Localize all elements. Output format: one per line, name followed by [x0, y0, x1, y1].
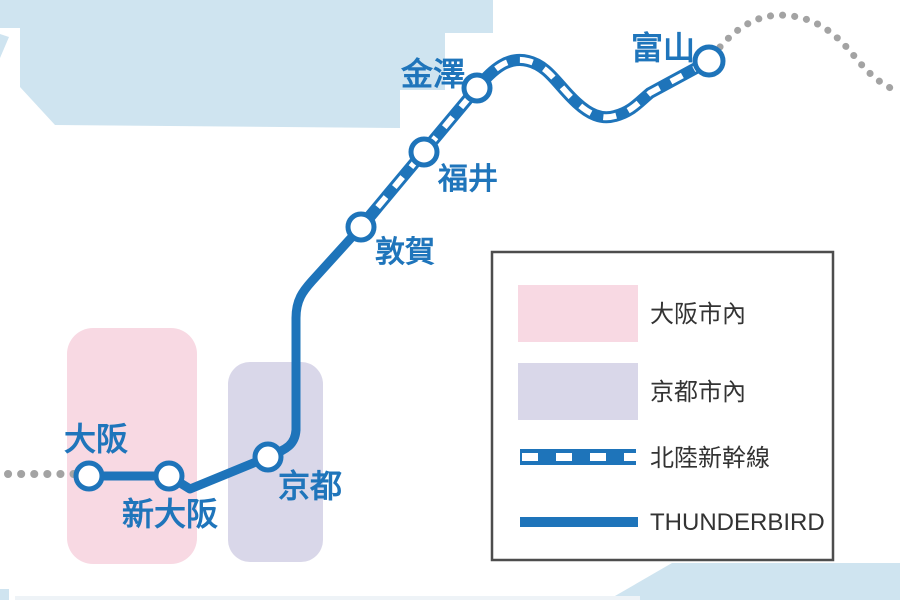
coastline-landmass-north — [0, 0, 493, 128]
legend-swatch-kyoto-city — [518, 363, 638, 420]
station-marker-osaka — [73, 460, 105, 492]
coastline-fragment-left — [0, 34, 9, 58]
dotted-line-east — [716, 11, 900, 95]
station-label-toyama: 富山 — [631, 30, 695, 66]
legend-label-osaka-city: 大阪市內 — [650, 301, 746, 328]
sea-edge-bottom — [15, 596, 640, 600]
station-marker-toyama — [692, 44, 726, 78]
legend-label-thunderbird: THUNDERBIRD — [650, 509, 825, 536]
station-marker-kyoto — [252, 441, 284, 473]
station-label-osaka: 大阪 — [64, 421, 128, 457]
station-label-kyoto: 京都 — [278, 468, 342, 504]
station-marker-tsuruga — [345, 211, 377, 243]
legend: 大阪市內 京都市內 北陸新幹線 THUNDERBIRD — [490, 250, 835, 562]
coastline-landmass-southeast — [608, 563, 900, 600]
station-marker-shin-osaka — [153, 460, 185, 492]
coastline-fragment-bottom-left — [0, 589, 9, 600]
osaka-city-zone — [67, 328, 197, 564]
station-label-shin-osaka: 新大阪 — [122, 496, 218, 532]
station-label-kanazawa: 金澤 — [400, 56, 465, 92]
legend-swatch-osaka-city — [518, 285, 638, 342]
station-marker-fukui — [408, 136, 440, 168]
legend-label-kyoto-city: 京都市內 — [650, 379, 746, 406]
shinkansen-line — [355, 53, 715, 233]
legend-label-shinkansen: 北陸新幹線 — [650, 445, 770, 472]
station-label-fukui: 福井 — [437, 163, 498, 196]
station-marker-kanazawa — [461, 72, 493, 104]
station-label-tsuruga: 敦賀 — [375, 235, 435, 269]
